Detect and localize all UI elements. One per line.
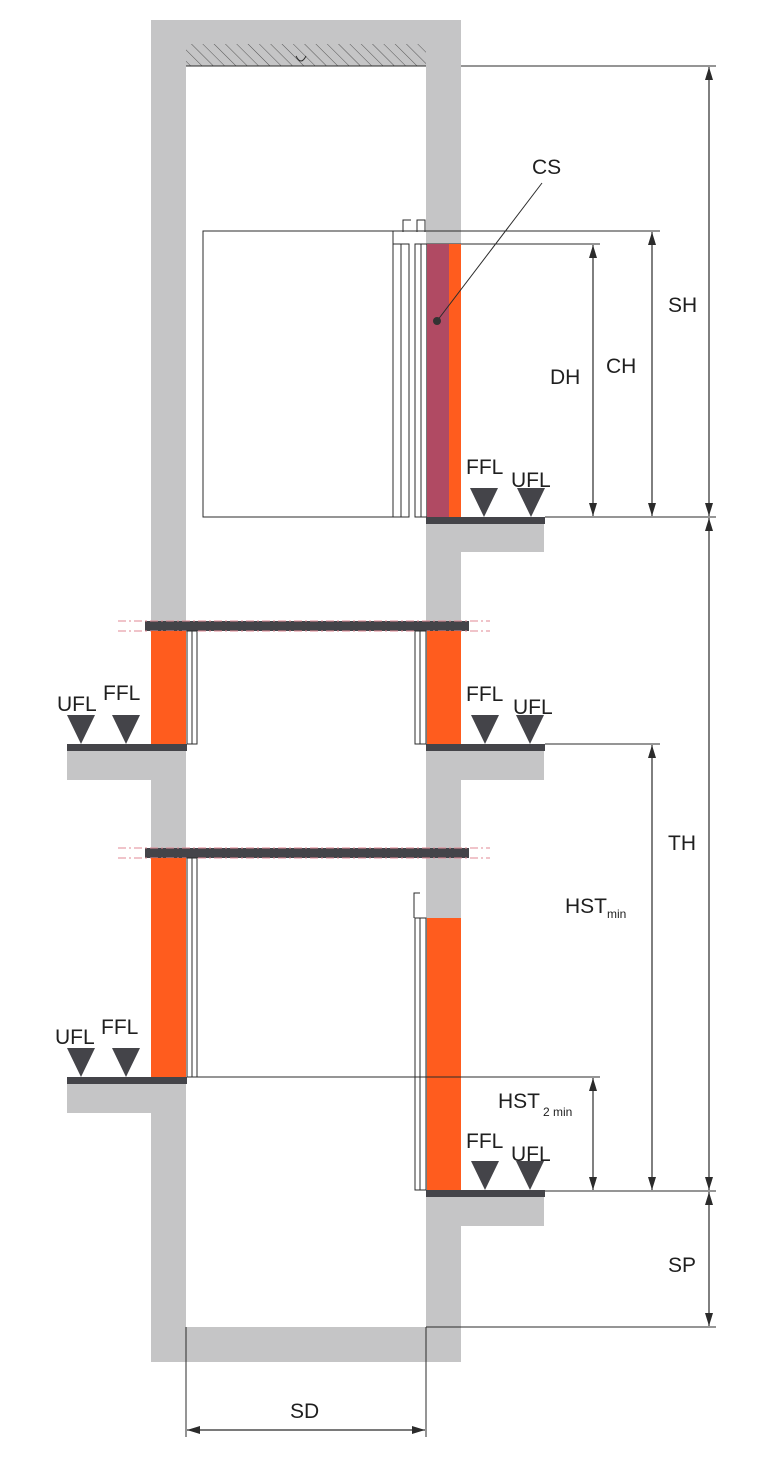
label-ufl-bottom-right: UFL: [511, 1143, 551, 1166]
floor-slab-top: [426, 517, 545, 524]
landing-door-mid-left: [151, 631, 186, 744]
car-door-panel-1: [392, 243, 402, 518]
label-ufl-mid-right: UFL: [513, 696, 553, 719]
label-ffl-bottom-right: FFL: [466, 1130, 503, 1153]
label-hst-min: HSTmin: [565, 895, 626, 921]
landing-door-bottom-left: [151, 858, 186, 1077]
landing-door-bottom-right: [427, 918, 461, 1190]
ufl-marker-mid-left: [67, 715, 95, 744]
landing-door-mid-right: [427, 631, 461, 744]
cabin-door-cs: [427, 244, 449, 517]
landing-slab-right-mid: [426, 750, 544, 780]
label-ufl-mid-left: UFL: [57, 693, 97, 716]
car-door-header: [402, 219, 426, 232]
label-ch: CH: [606, 355, 636, 378]
ufl-marker-bottom-right: [516, 1161, 544, 1190]
label-ffl-bottom-left: FFL: [101, 1016, 138, 1039]
ffl-marker-bottom-right: [471, 1161, 499, 1190]
floor-slab-bottom-right: [426, 1190, 545, 1197]
cs-leader: [436, 182, 543, 322]
label-sp: SP: [668, 1254, 696, 1277]
crossing-slab-lower: [145, 848, 469, 858]
crossing-slab-upper: [145, 621, 469, 631]
ufl-marker-mid-right: [516, 715, 544, 744]
landing-slab-right-bottom: [426, 1197, 544, 1226]
label-ffl-mid-left: FFL: [103, 682, 140, 705]
cs-dot: [433, 317, 441, 325]
landing-slab-right-top: [426, 522, 544, 552]
landing-door-frame-top: [449, 244, 461, 517]
floor-slab-mid-right: [426, 744, 545, 751]
pit-floor: [151, 1327, 461, 1362]
label-cs: CS: [532, 156, 561, 179]
level-markers: [67, 488, 545, 1190]
label-sh: SH: [668, 294, 697, 317]
car-body: [202, 230, 394, 518]
floor-slab-mid-left: [67, 744, 187, 751]
ffl-marker-top: [470, 488, 498, 517]
ffl-marker-mid-right: [471, 715, 499, 744]
ceiling-hook: [295, 55, 307, 62]
label-ffl-mid-right: FFL: [466, 683, 503, 706]
car-door-panel-3: [414, 243, 422, 518]
landing-slab-left-bottom: [67, 1083, 186, 1113]
ffl-marker-mid-left: [112, 715, 140, 744]
label-ffl-top: FFL: [466, 456, 503, 479]
label-ufl-top: UFL: [511, 469, 551, 492]
ufl-marker-bottom-left: [67, 1048, 95, 1077]
ceiling-hatch: [186, 44, 426, 66]
landing-slab-left-mid: [67, 750, 186, 780]
label-sd: SD: [290, 1400, 319, 1423]
ffl-marker-bottom-left: [112, 1048, 140, 1077]
label-ufl-bottom-left: UFL: [55, 1026, 95, 1049]
ufl-marker-top: [517, 488, 545, 517]
label-dh: DH: [550, 366, 580, 389]
floor-slab-bottom-left: [67, 1077, 187, 1084]
label-th: TH: [668, 832, 696, 855]
car-door-panel-2: [400, 243, 410, 518]
